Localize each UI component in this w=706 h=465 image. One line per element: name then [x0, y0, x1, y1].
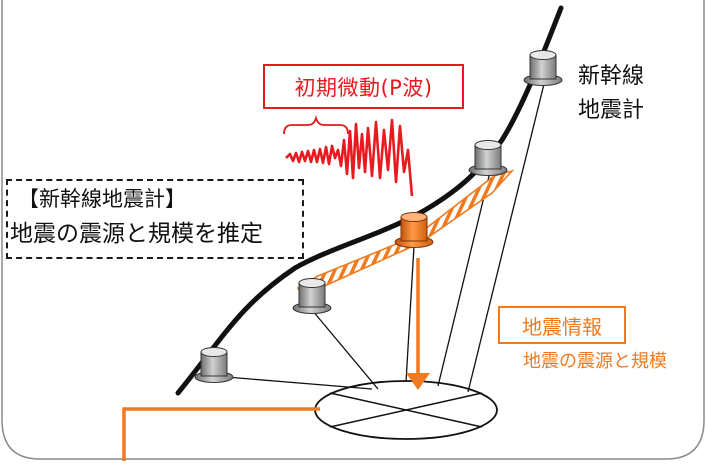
- sensor-links: [213, 83, 545, 393]
- earthquake-info-label: 地震情報: [522, 314, 602, 339]
- seismometer-icon: [292, 278, 332, 314]
- p-wave-label-box: 初期微動(P波): [263, 64, 464, 109]
- seismometer-label-line1: 新幹線: [578, 64, 645, 89]
- shinkansen-box-title: 【新幹線地震計】: [18, 187, 186, 211]
- seismometer-label-line2: 地震計: [578, 98, 645, 123]
- earthquake-info-box: 地震情報: [498, 306, 626, 344]
- seismometer-icon: [468, 140, 508, 176]
- signal-arrow: [406, 258, 430, 390]
- p-wave-label: 初期微動(P波): [294, 75, 433, 100]
- brace-icon: [283, 114, 349, 135]
- shinkansen-box-body: 地震の震源と規模を推定: [10, 221, 263, 247]
- output-line: [122, 407, 320, 461]
- earthquake-info-detail: 地震の震源と規模: [523, 351, 667, 372]
- seismometer-icon: [194, 347, 234, 383]
- shinkansen-seismometer-box: 【新幹線地震計】 地震の震源と規模を推定: [6, 179, 304, 259]
- epicenter-icon: [314, 380, 498, 440]
- seismometer-icon: [523, 50, 563, 86]
- seismometer-active-icon: [394, 212, 434, 248]
- waveform-icon: [285, 118, 414, 197]
